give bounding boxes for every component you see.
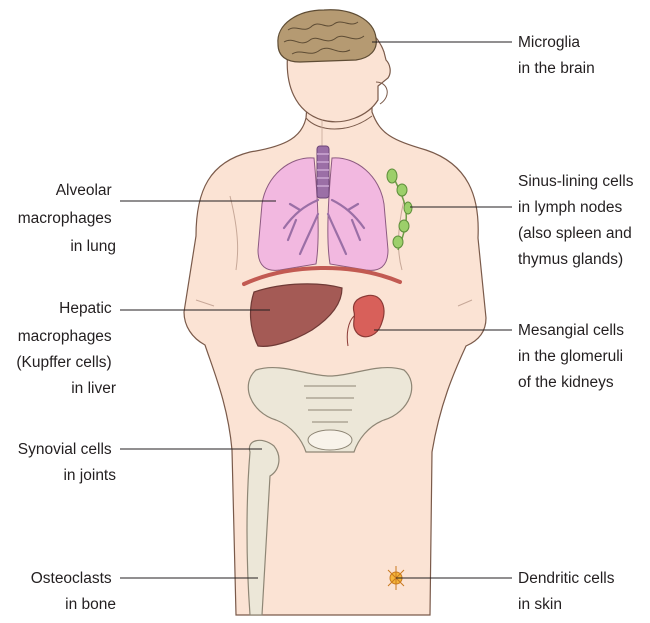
label-sinus: Sinus-lining cells in lymph nodes (also … [518, 173, 638, 268]
label-hepatic: Hepatic macrophages (Kupffer cells) in l… [16, 300, 116, 397]
label-alveolar: Alveolar macrophages in lung [18, 182, 116, 255]
body-outline [184, 18, 486, 615]
label-mesangial: Mesangial cells in the glomeruli of the … [518, 322, 628, 391]
label-osteoclasts: Osteoclasts in bone [31, 570, 116, 613]
brain [278, 10, 376, 62]
label-microglia: Microglia in the brain [518, 34, 595, 77]
label-synovial: Synovial cells in joints [18, 441, 116, 484]
label-dendritic: Dendritic cells in skin [518, 570, 619, 613]
